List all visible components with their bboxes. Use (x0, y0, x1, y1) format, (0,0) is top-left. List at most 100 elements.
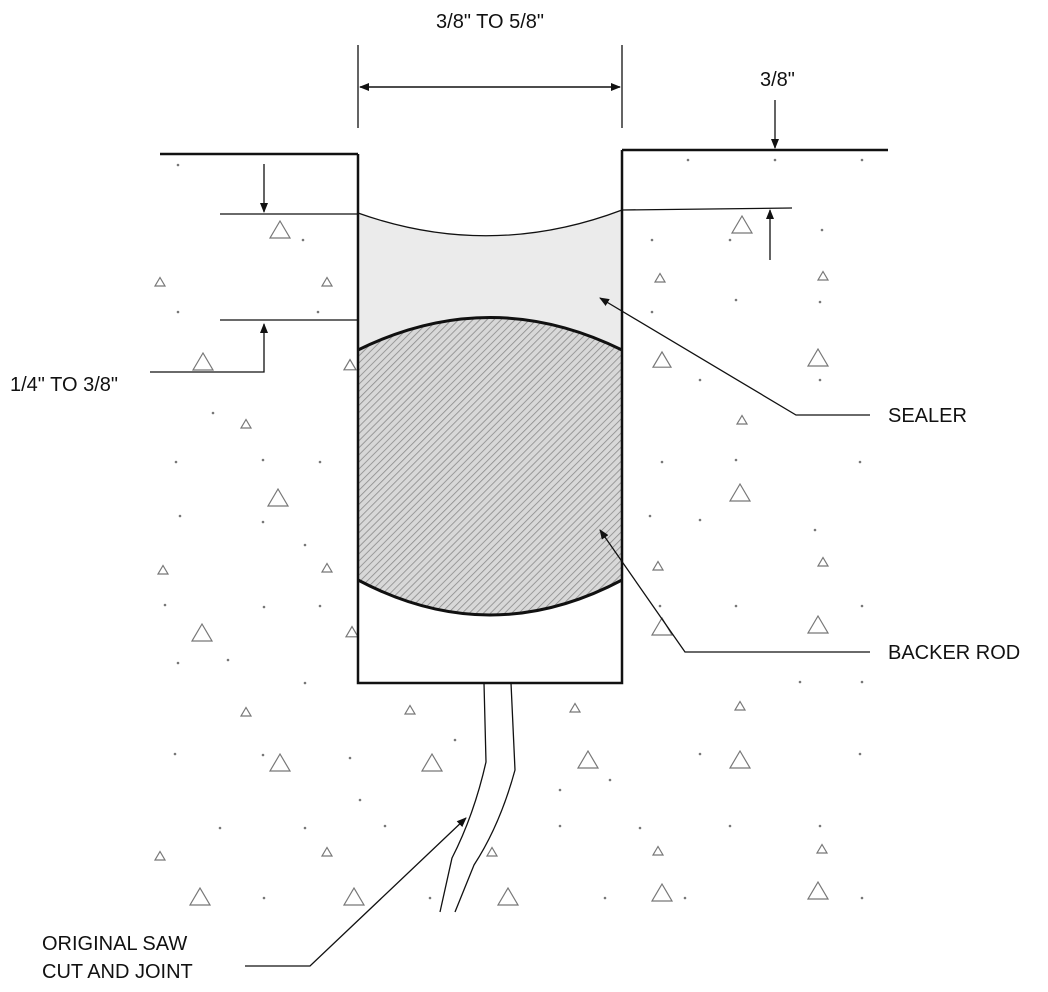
aggregate-speck (734, 604, 738, 608)
aggregate-speck (226, 658, 230, 662)
saw-cut-leader (245, 817, 467, 967)
aggregate-speck (316, 310, 320, 314)
backer-rod (358, 317, 622, 615)
aggregate-stone (190, 622, 214, 642)
aggregate-speck (818, 300, 822, 304)
aggregate-speck (163, 603, 167, 607)
aggregate-speck (428, 896, 432, 900)
aggregate-stone (191, 351, 215, 371)
backer-rod-bottom-edge (357, 578, 623, 617)
aggregate-speck (860, 604, 864, 608)
aggregate-stone (268, 752, 292, 772)
aggregate-speck (303, 826, 307, 830)
aggregate-speck (650, 238, 654, 242)
depth-dimension-label: 1/4" TO 3/8" (10, 374, 118, 396)
aggregate-speck (211, 411, 215, 415)
aggregate-stone (342, 358, 358, 371)
aggregate-speck (176, 310, 180, 314)
aggregate-stone (320, 276, 334, 287)
concrete-aggregate (153, 158, 864, 906)
aggregate-speck (176, 661, 180, 665)
saw-cut-label-line2: CUT AND JOINT (42, 961, 193, 983)
aggregate-stone (730, 214, 754, 234)
aggregate-speck (558, 788, 562, 792)
sealer-fill (358, 210, 622, 350)
aggregate-speck (218, 826, 222, 830)
depth-leader (150, 323, 268, 373)
aggregate-speck (358, 798, 362, 802)
aggregate-speck (261, 520, 265, 524)
aggregate-speck (603, 896, 607, 900)
aggregate-speck (608, 778, 612, 782)
backer-rod-top-edge (357, 316, 623, 352)
aggregate-stone (650, 882, 674, 902)
aggregate-speck (301, 238, 305, 242)
saw-cut-label-line1: ORIGINAL SAW (42, 933, 187, 955)
sealer-label: SEALER (888, 405, 967, 427)
aggregate-speck (178, 514, 182, 518)
aggregate-speck (174, 460, 178, 464)
aggregate-stone (239, 418, 253, 429)
aggregate-stone (650, 616, 674, 636)
aggregate-stone (815, 843, 829, 854)
saw-cut-left-line (439, 682, 487, 913)
aggregate-speck (734, 458, 738, 462)
aggregate-speck (318, 460, 322, 464)
aggregate-stone (651, 350, 673, 368)
aggregate-speck (638, 826, 642, 830)
aggregate-speck (660, 460, 664, 464)
aggregate-stone (728, 482, 752, 502)
aggregate-speck (773, 158, 777, 162)
aggregate-speck (303, 543, 307, 547)
aggregate-speck (173, 752, 177, 756)
aggregate-stone (342, 886, 366, 906)
aggregate-stone (153, 276, 167, 287)
aggregate-speck (648, 514, 652, 518)
aggregate-speck (262, 605, 266, 609)
aggregate-speck (683, 896, 687, 900)
aggregate-stone (268, 219, 292, 239)
aggregate-stone (653, 272, 667, 283)
aggregate-speck (650, 310, 654, 314)
aggregate-speck (261, 753, 265, 757)
aggregate-stone (806, 614, 830, 634)
aggregate-speck (261, 458, 265, 462)
aggregate-stone (735, 414, 749, 425)
aggregate-speck (728, 824, 732, 828)
aggregate-stone (568, 702, 582, 713)
aggregate-speck (348, 756, 352, 760)
aggregate-stone (806, 880, 830, 900)
aggregate-speck (818, 378, 822, 382)
aggregate-stone (403, 704, 417, 715)
aggregate-stone (651, 845, 665, 856)
aggregate-stone (420, 752, 444, 772)
aggregate-speck (698, 518, 702, 522)
aggregate-speck (820, 228, 824, 232)
aggregate-speck (658, 604, 662, 608)
aggregate-speck (734, 298, 738, 302)
aggregate-speck (176, 163, 180, 167)
aggregate-stone (239, 706, 253, 717)
aggregate-stone (806, 347, 830, 367)
sealer-leader (599, 297, 870, 416)
aggregate-speck (558, 824, 562, 828)
aggregate-speck (686, 158, 690, 162)
aggregate-speck (728, 238, 732, 242)
aggregate-stone (153, 850, 167, 861)
aggregate-speck (813, 528, 817, 532)
saw-cut-right-line (454, 682, 516, 913)
aggregate-stone (320, 846, 334, 857)
recess-dimension-label: 3/8" (760, 69, 795, 91)
aggregate-stone (728, 749, 752, 769)
aggregate-stone (816, 556, 830, 567)
aggregate-speck (818, 824, 822, 828)
recess-extension-line (621, 207, 793, 211)
backer-rod-label: BACKER ROD (888, 642, 1020, 664)
aggregate-stone (576, 749, 600, 769)
aggregate-speck (303, 681, 307, 685)
aggregate-speck (318, 604, 322, 608)
sealer-surface (357, 209, 623, 237)
aggregate-stone (816, 270, 830, 281)
